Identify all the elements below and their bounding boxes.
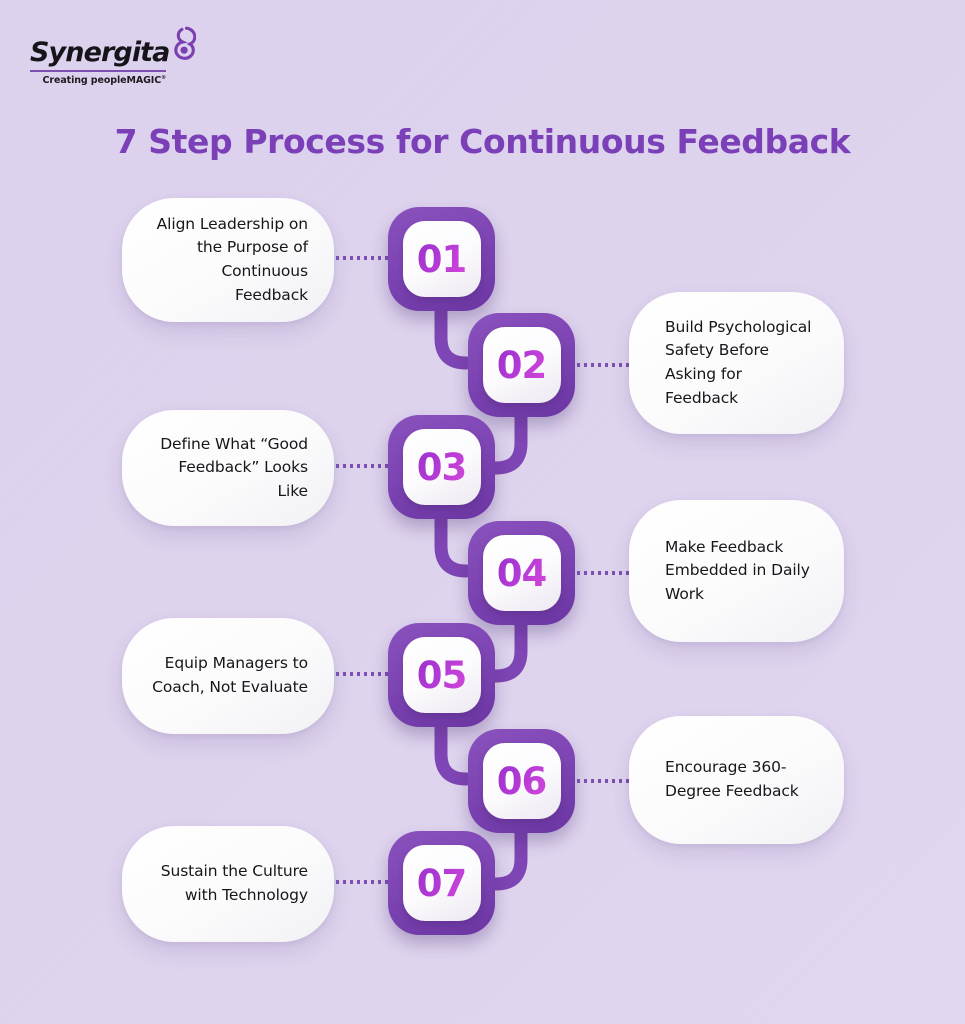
step-card-03[interactable]: Define What “Good Feedback” Looks Like (122, 410, 334, 526)
brand-tagline: Creating peopleMAGIC® (30, 75, 167, 87)
leader-line-07 (336, 880, 388, 884)
step-badge-02[interactable]: 02 (468, 313, 575, 417)
step-badge-03[interactable]: 03 (388, 415, 495, 519)
step-card-02[interactable]: Build Psychological Safety Before Asking… (629, 292, 844, 434)
leader-line-06 (577, 779, 629, 783)
connector-01-02 (434, 304, 473, 370)
step-number-03: 03 (416, 445, 467, 489)
brand-logo: Synergita Creating peopleMAGIC® (30, 26, 196, 87)
brand-tagline-text: Creating peopleMAGIC (42, 75, 162, 87)
step-card-06[interactable]: Encourage 360-Degree Feedback (629, 716, 844, 844)
step-badge-inner-03: 03 (402, 429, 481, 505)
connector-02-03 (489, 410, 528, 475)
leader-line-03 (336, 464, 388, 468)
step-number-02: 02 (496, 343, 547, 387)
step-number-07: 07 (416, 861, 467, 905)
step-label-02: Build Psychological Safety Before Asking… (665, 317, 812, 407)
step-card-07[interactable]: Sustain the Culture with Technology (122, 826, 334, 942)
step-badge-inner-06: 06 (482, 743, 561, 819)
step-badge-06[interactable]: 06 (468, 729, 575, 833)
trademark-symbol: ® (161, 75, 166, 81)
connector-05-06 (434, 720, 473, 786)
leader-line-02 (577, 363, 629, 367)
step-number-05: 05 (416, 653, 467, 697)
leader-line-04 (577, 571, 629, 575)
leader-line-05 (336, 672, 388, 676)
step-badge-inner-05: 05 (402, 637, 481, 713)
step-badge-05[interactable]: 05 (388, 623, 495, 727)
leader-line-01 (336, 256, 388, 260)
logo-wordmark-row: Synergita (30, 26, 196, 68)
logo-divider (30, 70, 166, 72)
step-badge-01[interactable]: 01 (388, 207, 495, 311)
step-badge-inner-01: 01 (402, 221, 481, 297)
step-label-03: Define What “Good Feedback” Looks Like (160, 434, 308, 500)
step-label-06: Encourage 360-Degree Feedback (665, 758, 799, 800)
step-number-04: 04 (496, 551, 547, 595)
step-label-07: Sustain the Culture with Technology (160, 862, 308, 904)
step-number-06: 06 (496, 759, 547, 803)
connector-06-07 (489, 826, 528, 891)
connector-04-05 (489, 618, 528, 683)
step-label-05: Equip Managers to Coach, Not Evaluate (152, 654, 308, 696)
brand-name: Synergita (30, 37, 170, 68)
step-number-01: 01 (416, 237, 467, 281)
step-badge-inner-02: 02 (482, 327, 561, 403)
step-badge-inner-04: 04 (482, 535, 561, 611)
page-title: 7 Step Process for Continuous Feedback (114, 122, 851, 161)
step-label-04: Make Feedback Embedded in Daily Work (665, 537, 810, 603)
step-badge-07[interactable]: 07 (388, 831, 495, 935)
step-card-01[interactable]: Align Leadership on the Purpose of Conti… (122, 198, 334, 322)
step-card-04[interactable]: Make Feedback Embedded in Daily Work (629, 500, 844, 642)
step-card-05[interactable]: Equip Managers to Coach, Not Evaluate (122, 618, 334, 734)
spiral-swirl-icon (172, 26, 196, 65)
step-label-01: Align Leadership on the Purpose of Conti… (156, 214, 308, 304)
connector-03-04 (434, 512, 473, 578)
step-badge-04[interactable]: 04 (468, 521, 575, 625)
step-badge-inner-07: 07 (402, 845, 481, 921)
